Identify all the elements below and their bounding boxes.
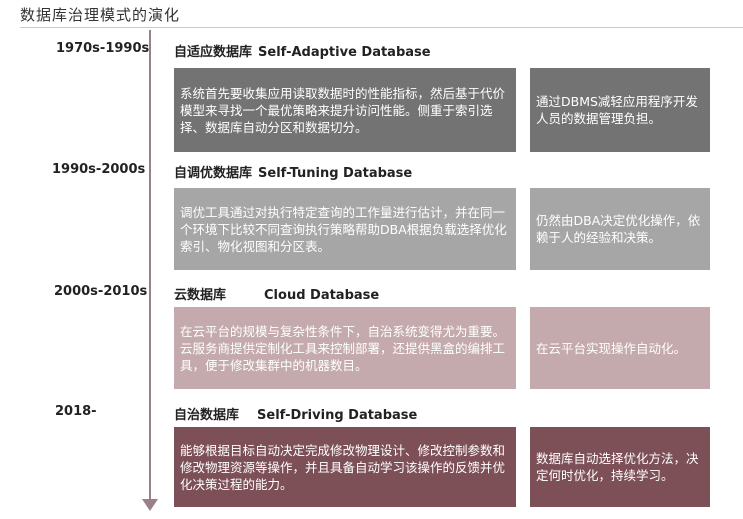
era-title: 云数据库 Cloud Database <box>174 284 379 303</box>
era-note: 在云平台实现操作自动化。 <box>536 340 687 356</box>
timeline-arrow-icon <box>142 499 158 511</box>
era-name-cn: 云数据库 <box>174 288 227 303</box>
era-description: 系统首先要收集应用读取数据时的性能指标，然后基于代价模型来寻找一个最优策略来提升… <box>180 85 506 135</box>
era-period: 1970s-1990s <box>56 41 150 56</box>
era-title: 自适应数据库 Self-Adaptive Database <box>174 41 431 60</box>
era-description-box: 在云平台的规模与复杂性条件下，自治系统变得尤为重要。云服务商提供定制化工具来控制… <box>174 307 516 389</box>
era-description: 在云平台的规模与复杂性条件下，自治系统变得尤为重要。云服务商提供定制化工具来控制… <box>180 323 506 373</box>
era-name-cn: 自适应数据库 <box>174 45 253 60</box>
era-name-cn: 自治数据库 <box>174 408 240 423</box>
era-note: 仍然由DBA决定优化操作，依赖于人的经验和决策。 <box>536 213 701 245</box>
era-description: 调优工具通过对执行特定查询的工作量进行估计，并在同一个环境下比较不同查询执行策略… <box>180 204 507 254</box>
era-note: 数据库自动选择优化方法，决定何时优化，持续学习。 <box>536 451 699 483</box>
era-title: 自治数据库 Self-Driving Database <box>174 404 417 423</box>
era-name-en: Self-Driving Database <box>257 408 418 423</box>
era-period: 2000s-2010s <box>54 284 148 299</box>
diagram-title: 数据库治理模式的演化 <box>20 6 181 24</box>
era-period: 2018- <box>55 404 97 419</box>
era-note-box: 通过DBMS减轻应用程序开发人员的数据管理负担。 <box>530 68 710 152</box>
era-description-box: 系统首先要收集应用读取数据时的性能指标，然后基于代价模型来寻找一个最优策略来提升… <box>174 68 516 152</box>
era-period: 1990s-2000s <box>52 162 146 177</box>
era-note-box: 数据库自动选择优化方法，决定何时优化，持续学习。 <box>530 427 710 507</box>
era-name-cn: 自调优数据库 <box>174 166 253 181</box>
title-divider <box>20 27 743 28</box>
era-name-en: Cloud Database <box>264 288 380 303</box>
timeline-axis <box>149 30 151 500</box>
era-name-en: Self-Tuning Database <box>258 166 413 181</box>
era-note-box: 仍然由DBA决定优化操作，依赖于人的经验和决策。 <box>530 188 710 270</box>
era-description-box: 调优工具通过对执行特定查询的工作量进行估计，并在同一个环境下比较不同查询执行策略… <box>174 188 516 270</box>
era-note: 通过DBMS减轻应用程序开发人员的数据管理负担。 <box>536 94 698 126</box>
era-title: 自调优数据库 Self-Tuning Database <box>174 162 412 181</box>
era-name-en: Self-Adaptive Database <box>258 45 431 60</box>
era-description-box: 能够根据目标自动决定完成修改物理设计、修改控制参数和修改物理资源等操作，并且具备… <box>174 427 516 507</box>
era-note-box: 在云平台实现操作自动化。 <box>530 307 710 389</box>
era-description: 能够根据目标自动决定完成修改物理设计、修改控制参数和修改物理资源等操作，并且具备… <box>180 442 506 492</box>
